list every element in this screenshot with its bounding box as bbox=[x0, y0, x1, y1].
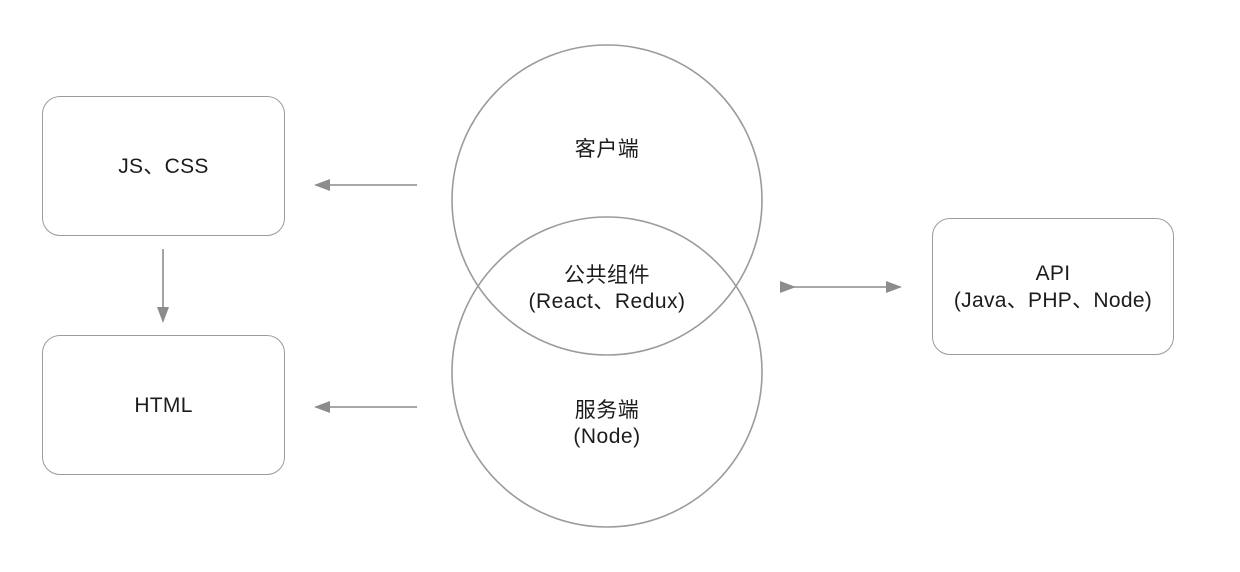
server-circle-title: 服务端 bbox=[574, 399, 640, 422]
jscss-box: JS、CSS bbox=[42, 96, 285, 236]
shared-components-subtitle: (React、Redux) bbox=[528, 290, 686, 313]
jscss-box-label: JS、CSS bbox=[118, 154, 209, 178]
api-box: API (Java、PHP、Node) bbox=[932, 218, 1174, 355]
server-circle-outline bbox=[451, 216, 763, 528]
client-circle-title: 客户端 bbox=[574, 138, 640, 161]
api-box-title: API bbox=[1035, 261, 1071, 285]
shared-components-label: 公共组件 (React、Redux) bbox=[528, 263, 685, 315]
server-circle-label: 服务端 (Node) bbox=[573, 398, 640, 450]
html-box: HTML bbox=[42, 335, 285, 475]
client-circle-label: 客户端 bbox=[575, 137, 640, 163]
shared-components-title: 公共组件 bbox=[564, 264, 650, 287]
api-box-subtitle: (Java、PHP、Node) bbox=[953, 288, 1153, 312]
html-box-label: HTML bbox=[134, 393, 193, 417]
server-circle-subtitle: (Node) bbox=[573, 425, 641, 448]
client-circle-outline bbox=[451, 44, 763, 356]
